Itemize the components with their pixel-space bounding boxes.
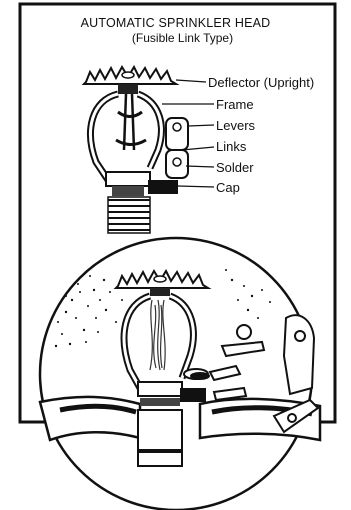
diagram-title: AUTOMATIC SPRINKLER HEAD [0, 16, 351, 30]
upper-cap [106, 172, 150, 186]
diagram-subtitle: (Fusible Link Type) [0, 31, 351, 45]
activated-sprinkler-circle [40, 238, 320, 510]
callout-levers: Levers [216, 118, 255, 133]
callout-cap: Cap [216, 180, 240, 195]
callout-deflector: Deflector (Upright) [208, 75, 314, 90]
callout-solder: Solder [216, 160, 254, 175]
upper-sprinkler-head [84, 67, 188, 233]
callout-frame: Frame [216, 97, 254, 112]
callout-links: Links [216, 139, 246, 154]
